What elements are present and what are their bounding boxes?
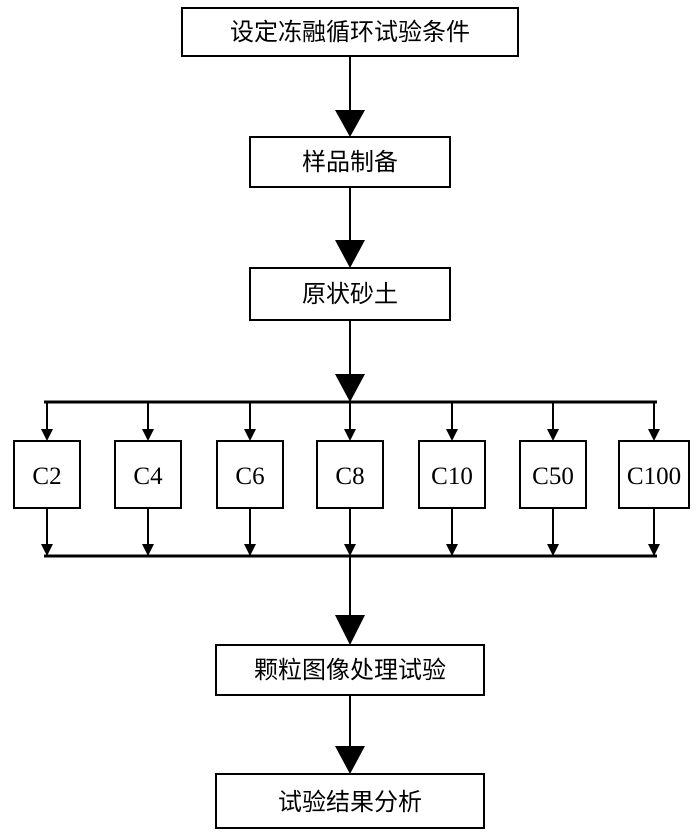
box-conditions bbox=[181, 7, 519, 57]
branch-out-arrow-c6 bbox=[244, 544, 256, 556]
cycle-label-c2: C2 bbox=[32, 463, 61, 490]
arrow-1 bbox=[335, 110, 365, 137]
cycle-box-c10 bbox=[418, 440, 486, 509]
arrow-4 bbox=[335, 615, 365, 645]
branch-out-arrow-c50 bbox=[547, 544, 559, 556]
cycle-label-c4: C4 bbox=[133, 463, 163, 490]
branch-in-arrow-c8 bbox=[344, 429, 356, 441]
branch-in-arrow-c50 bbox=[547, 429, 559, 441]
label-analysis: 试验结果分析 bbox=[278, 788, 422, 816]
label-image-test: 颗粒图像处理试验 bbox=[254, 656, 446, 684]
branch-in-arrow-c2 bbox=[41, 429, 53, 441]
arrow-2 bbox=[335, 240, 365, 268]
label-prep: 样品制备 bbox=[302, 148, 398, 176]
branch-in-arrow-c6 bbox=[244, 429, 256, 441]
box-undisturbed bbox=[249, 267, 451, 321]
cycle-box-c50 bbox=[519, 440, 587, 509]
cycle-branches: C2 C4 C6 C8 C10 C50 C100 bbox=[13, 402, 690, 556]
cycle-label-c50: C50 bbox=[532, 463, 574, 490]
branch-out-arrow-c100 bbox=[648, 544, 660, 556]
box-analysis bbox=[215, 773, 485, 829]
cycle-label-c8: C8 bbox=[335, 463, 364, 490]
arrow-5 bbox=[335, 746, 365, 774]
label-undisturbed: 原状砂土 bbox=[302, 280, 398, 308]
cycle-label-c100: C100 bbox=[627, 463, 681, 490]
box-image-test bbox=[215, 644, 485, 696]
box-prep bbox=[249, 136, 451, 188]
branch-out-arrow-c8 bbox=[344, 544, 356, 556]
branch-in-arrow-c10 bbox=[446, 429, 458, 441]
cycle-box-c8 bbox=[316, 440, 384, 509]
branch-out-arrow-c4 bbox=[142, 544, 154, 556]
branch-in-arrow-c100 bbox=[648, 429, 660, 441]
branch-out-arrow-c2 bbox=[41, 544, 53, 556]
cycle-box-c2 bbox=[13, 440, 81, 509]
arrow-3 bbox=[335, 374, 365, 402]
cycle-box-c4 bbox=[114, 440, 182, 509]
cycle-label-c6: C6 bbox=[235, 463, 264, 490]
cycle-label-c10: C10 bbox=[431, 463, 473, 490]
label-conditions: 设定冻融循环试验条件 bbox=[230, 18, 470, 46]
branch-in-arrow-c4 bbox=[142, 429, 154, 441]
branch-out-arrow-c10 bbox=[446, 544, 458, 556]
